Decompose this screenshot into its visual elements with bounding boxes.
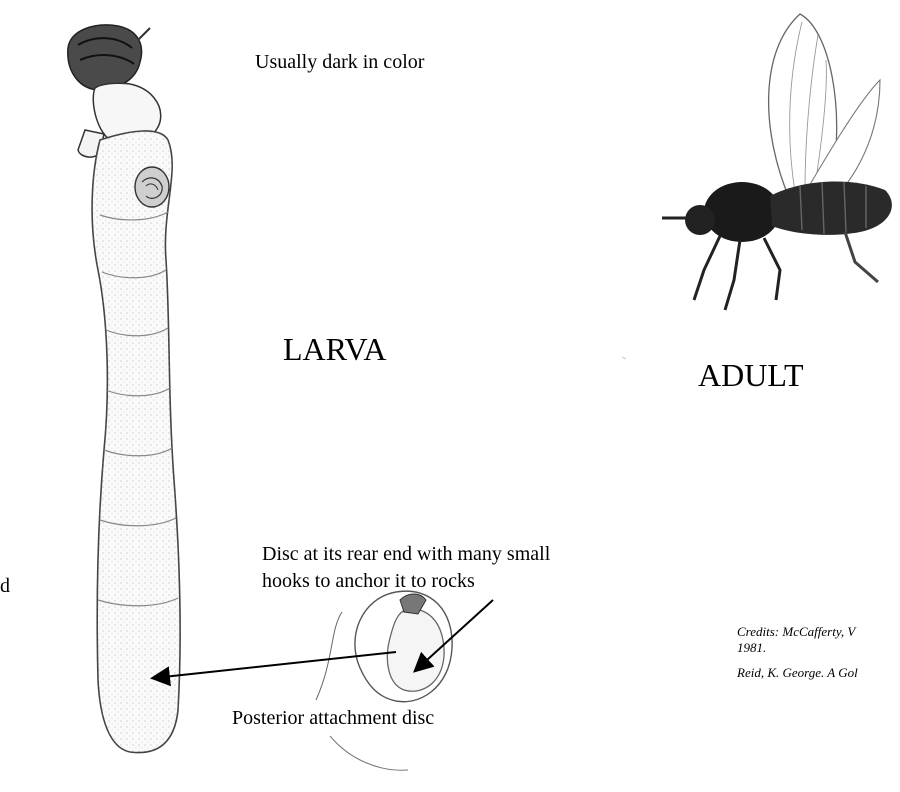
credits-line-1: Credits: McCafferty, V (737, 624, 855, 640)
cut-off-letter: d (0, 575, 10, 598)
adult-label: ADULT (698, 357, 803, 394)
credits-line-2: 1981. (737, 640, 766, 656)
larva-label: LARVA (283, 331, 387, 368)
posterior-disc-illustration (316, 591, 452, 770)
larva-illustration (68, 25, 180, 753)
posterior-disc-label: Posterior attachment disc (232, 707, 434, 730)
dark-color-note: Usually dark in color (255, 51, 424, 74)
disc-description-line2: hooks to anchor it to rocks (262, 570, 475, 593)
disc-description-line1: Disc at its rear end with many small (262, 543, 550, 566)
adult-fly-illustration (662, 14, 892, 310)
credits-line-3: Reid, K. George. A Gol (737, 665, 858, 681)
